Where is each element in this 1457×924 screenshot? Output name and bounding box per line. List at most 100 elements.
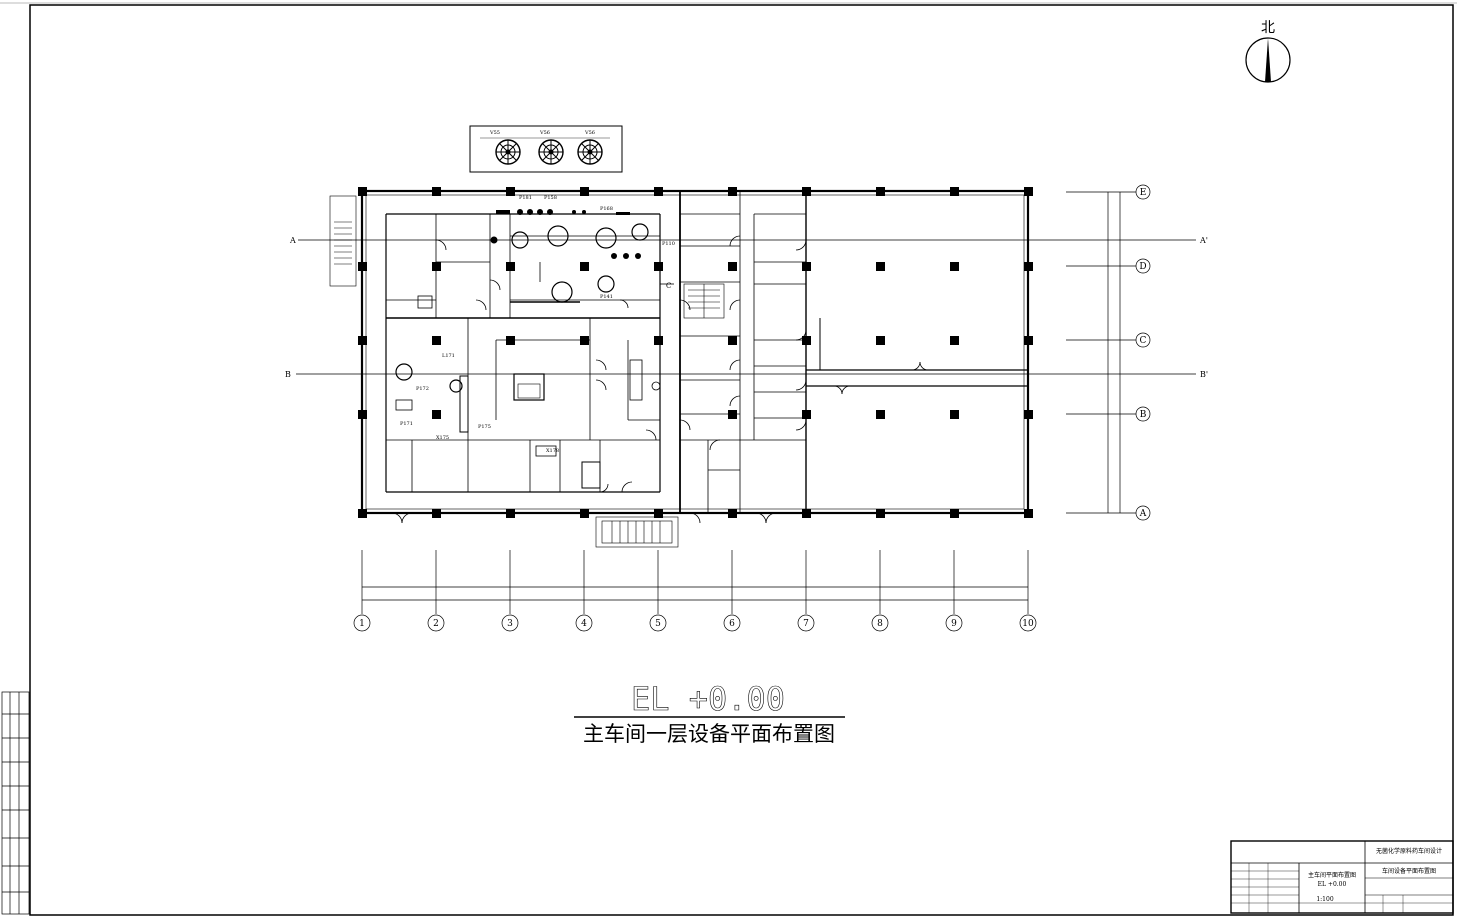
column-axis-bubble [649,614,667,632]
project-name: 无菌化学原料药车间设计 [1376,847,1442,855]
structural-column [802,187,811,196]
north-label: 北 [1261,20,1275,36]
row-label-d: D [1139,262,1146,272]
structural-column [950,336,959,345]
drawing-scale: 1:100 [1316,896,1333,903]
tag-p181: P181 [519,195,532,201]
revision-strip [1,691,30,915]
equipment [395,209,661,489]
drawing-title: 主车间一层设备平面布置图 [583,722,835,746]
structural-column [876,262,885,271]
section-a-left: A [289,236,296,245]
tag-v55: V55 [489,130,500,136]
col-label-1: 1 [359,619,365,629]
structural-column [876,509,885,518]
structural-column [728,336,737,345]
section-c-mark: C [666,282,671,290]
col-label-2: 2 [433,619,439,629]
structural-column [1024,187,1033,196]
structural-column [728,509,737,518]
tag-x175: X175 [436,435,449,441]
tag-p168: P168 [600,206,613,212]
structural-column [432,336,441,345]
structural-column [358,336,367,345]
section-cuts: A A' B B' C [285,236,1208,379]
column-axis-bubble [575,614,593,632]
structural-column [506,509,515,518]
section-b-left: B [285,370,291,379]
column-axis-bubble [1019,614,1037,632]
tag-p171: P171 [400,421,413,427]
row-label-c: C [1140,336,1147,346]
structural-column [728,187,737,196]
building-outline [360,189,1030,515]
structural-column [580,187,589,196]
column-axis-bubble [797,614,815,632]
column-axis-bubble [427,614,445,632]
tag-p172: P172 [416,386,429,392]
structural-column [580,509,589,518]
structural-column [950,262,959,271]
tag-v56b: V56 [584,130,595,136]
section-a-right: A' [1199,236,1208,245]
door-swings [391,235,929,524]
storage-tank-icon [538,139,564,165]
structural-column [580,262,589,271]
structural-column [1024,410,1033,419]
row-grid-labels: E D C B A [1139,188,1147,519]
row-grid-axes [1066,184,1151,521]
structural-column [654,187,663,196]
col-label-8: 8 [877,619,883,629]
structural-column [654,336,663,345]
structural-column [1024,336,1033,345]
structural-column [876,187,885,196]
structural-column [506,262,515,271]
tag-l171: L171 [442,353,455,359]
tag-p158: P158 [544,195,557,201]
structural-column [432,262,441,271]
tag-p175: P175 [478,424,491,430]
north-arrow: 北 [1245,20,1291,83]
structural-column [1024,509,1033,518]
column-grid-axes [353,550,1037,632]
structural-column [876,336,885,345]
structural-column [358,262,367,271]
elevation-label: EL +0.00 [631,680,785,718]
structural-column [1024,262,1033,271]
equipment-labels: P181 P158 P168 P110 P141 L171 P172 P171 … [400,195,675,454]
structural-column [358,509,367,518]
col-label-7: 7 [803,619,809,629]
tag-x178: X178 [546,448,559,454]
column-axis-bubble [501,614,519,632]
structural-column [950,410,959,419]
structural-column [728,410,737,419]
col-label-4: 4 [581,619,587,629]
sheet-name: 车间设备平面布置图 [1382,867,1436,875]
title-block-text: 无菌化学原料药车间设计 主车间平面布置图 EL +0.00 车间设备平面布置图 … [1308,847,1442,903]
col-label-6: 6 [729,619,735,629]
row-label-b: B [1140,410,1147,420]
structural-column [580,336,589,345]
drawing-name-line1: 主车间平面布置图 [1308,871,1356,879]
structural-column [802,336,811,345]
structural-column [950,509,959,518]
structural-column [506,336,515,345]
column-axis-bubble [945,614,963,632]
structural-column [802,509,811,518]
structural-column [654,509,663,518]
column-axis-bubble [871,614,889,632]
title-block [1230,840,1454,914]
row-label-e: E [1140,188,1147,198]
drawing-name-line2: EL +0.00 [1318,881,1347,888]
tag-p141: P141 [600,294,613,300]
structural-column [506,187,515,196]
col-label-9: 9 [951,619,957,629]
structural-column [432,187,441,196]
section-b-right: B' [1200,370,1208,379]
stairs [329,195,725,548]
structural-column [358,410,367,419]
structural-column [802,262,811,271]
